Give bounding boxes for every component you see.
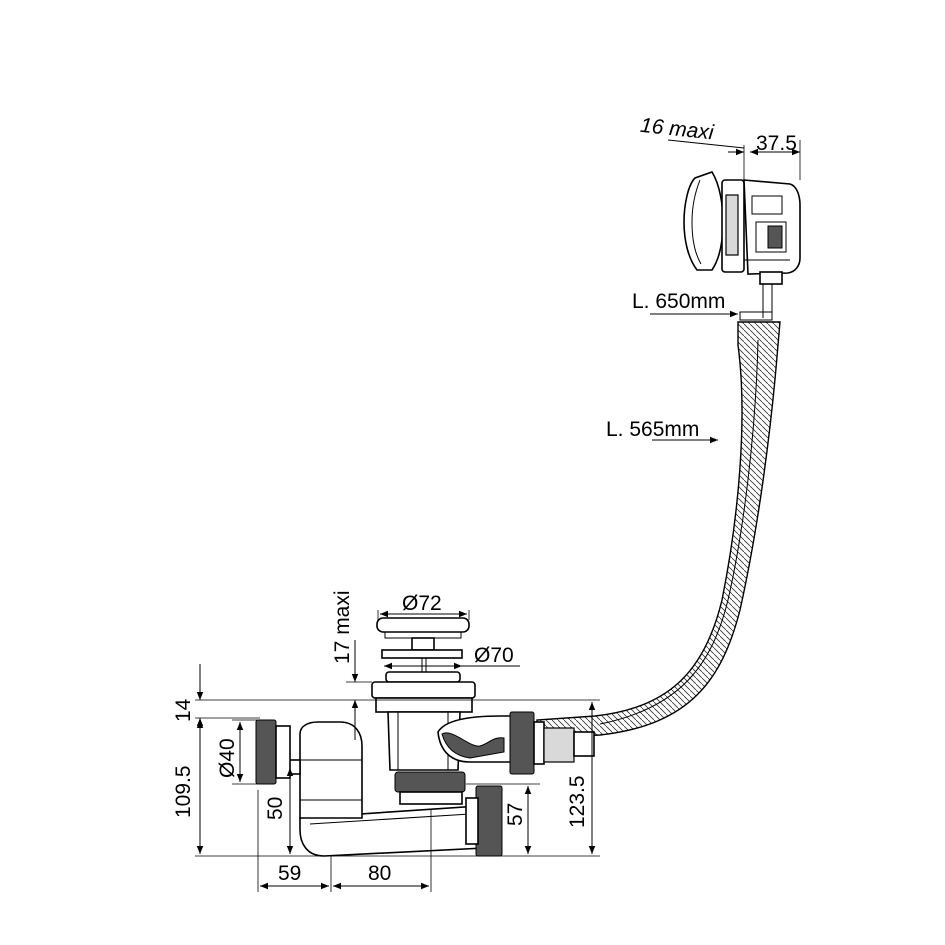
total-height-right-label: 123.5	[566, 775, 589, 828]
outlet-diameter-label: Ø70	[474, 644, 514, 667]
flange-thickness-label: 17 maxi	[331, 590, 354, 664]
hose-length-label: L. 565mm	[606, 418, 699, 441]
elbow	[255, 719, 363, 819]
overflow-width-label: 37.5	[756, 132, 797, 155]
elbow-height-label: 50	[264, 797, 287, 820]
waste-outlet	[371, 617, 476, 805]
horizontal-center-label: 80	[368, 862, 391, 885]
top-offset-label: 14	[172, 698, 195, 722]
overflow-depth-label: 16 maxi	[639, 114, 716, 145]
pipe-diameter-label: Ø40	[216, 738, 239, 778]
horizontal-left-label: 59	[278, 862, 301, 885]
plug-diameter-label: Ø72	[402, 592, 442, 615]
overflow-depth-leader	[667, 139, 745, 149]
overflow-hose	[536, 284, 781, 739]
overflow-connector	[437, 711, 595, 775]
trap-height-label: 57	[504, 803, 527, 826]
cable-length-label: L. 650mm	[632, 290, 725, 313]
overflow-head	[683, 171, 801, 285]
total-height-left-label: 109.5	[172, 765, 195, 818]
